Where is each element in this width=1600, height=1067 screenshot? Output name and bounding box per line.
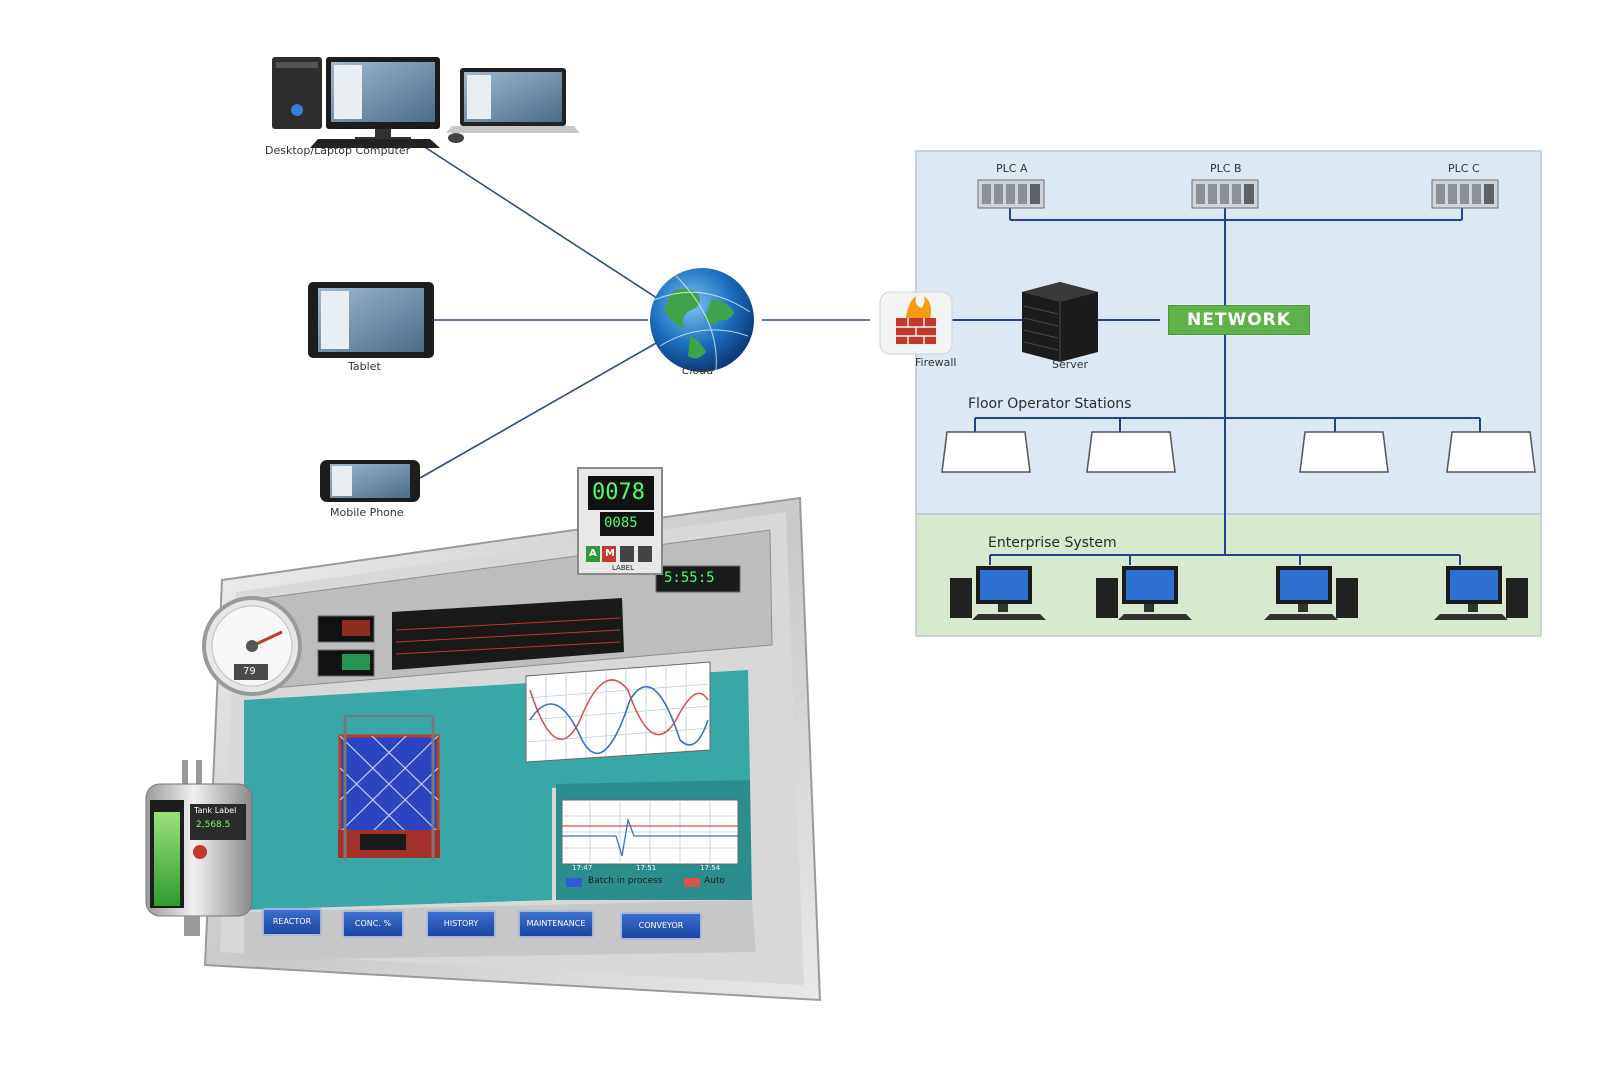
firewall-icon	[879, 291, 953, 355]
hmi-button-reactor[interactable]: REACTOR	[262, 908, 322, 936]
network-badge: NETWORK	[1168, 305, 1310, 335]
tablet-label: Tablet	[348, 360, 381, 373]
operator-station-4	[1446, 431, 1536, 473]
phone-label: Mobile Phone	[330, 506, 404, 519]
cloud-globe-icon	[650, 268, 754, 372]
pressure-gauge	[202, 596, 302, 696]
hmi-panel	[203, 496, 822, 1002]
server-label: Server	[1052, 358, 1089, 371]
legend-batch: Batch in process	[588, 876, 663, 886]
plc-a-label: PLC A	[996, 162, 1028, 175]
plc-c-label: PLC C	[1448, 162, 1480, 175]
desktop-label: Desktop/Laptop Computer	[265, 144, 411, 157]
mobile-phone-icon	[320, 460, 420, 502]
server-icon	[1022, 282, 1098, 362]
controller-device	[577, 467, 663, 575]
plant-network-lines	[950, 208, 1481, 565]
plc-a-icon	[977, 179, 1045, 209]
cloud-label: Cloud	[682, 364, 714, 377]
hmi-clock: 5:55:5	[664, 570, 715, 586]
enterprise-workstation-3	[1264, 566, 1358, 620]
floor-stations-label: Floor Operator Stations	[968, 396, 1132, 412]
hmi-button-conc[interactable]: CONC. %	[342, 910, 404, 938]
reactor-graphic	[338, 715, 440, 860]
connection-lines	[419, 143, 870, 479]
tank-graphic	[145, 760, 253, 936]
firewall-label: Firewall	[915, 356, 957, 369]
legend-auto: Auto	[704, 876, 725, 886]
controller-manual-button[interactable]: M	[605, 548, 615, 559]
controller-auto-button[interactable]: A	[589, 548, 597, 559]
enterprise-label: Enterprise System	[988, 535, 1117, 551]
operator-station-1	[941, 431, 1031, 473]
link-phone-cloud	[419, 341, 659, 479]
desktop-laptop-icon	[272, 57, 580, 148]
link-desktop-cloud	[419, 143, 661, 301]
tank-title: Tank Label	[194, 806, 237, 815]
trend-time-3: 17:54	[700, 864, 721, 872]
trend-time-1: 17:47	[572, 864, 593, 872]
enterprise-workstation-1	[950, 566, 1046, 620]
enterprise-workstation-4	[1434, 566, 1528, 620]
controller-pv: 0078	[592, 480, 645, 505]
hmi-button-maintenance[interactable]: MAINTENANCE	[518, 910, 594, 938]
plc-c-icon	[1431, 179, 1499, 209]
plc-b-label: PLC B	[1210, 162, 1242, 175]
plc-b-icon	[1191, 179, 1259, 209]
hmi-button-conveyor[interactable]: CONVEYOR	[620, 912, 702, 940]
enterprise-workstation-2	[1096, 566, 1192, 620]
operator-station-3	[1299, 431, 1389, 473]
tablet-icon	[308, 282, 434, 358]
controller-sp: 0085	[604, 515, 638, 531]
operator-station-2	[1086, 431, 1176, 473]
tank-value: 2,568.5	[196, 820, 231, 830]
hmi-button-history[interactable]: HISTORY	[426, 910, 496, 938]
controller-label: LABEL	[612, 564, 634, 572]
trend-time-2: 17:51	[636, 864, 657, 872]
gauge-readout: 79	[243, 666, 256, 677]
